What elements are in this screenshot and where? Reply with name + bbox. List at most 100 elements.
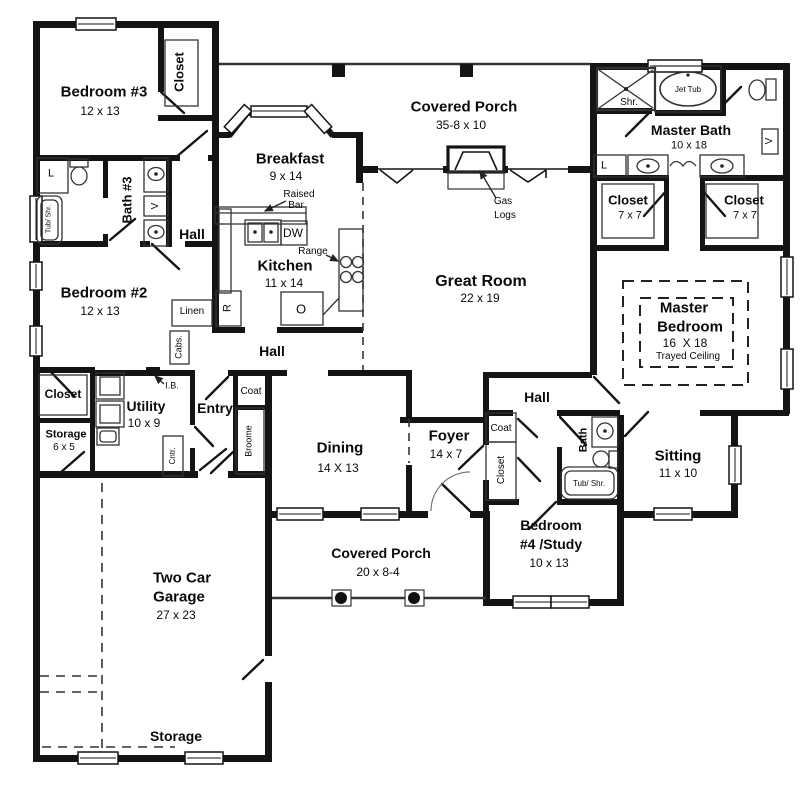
door-leaf-master-closet-right <box>701 189 727 218</box>
room-dims-dining: 14 X 13 <box>317 461 359 475</box>
room-dims-garage: 27 x 23 <box>156 608 196 622</box>
room-label-garage-1: Two Car <box>152 569 212 587</box>
room-dims-bedroom3: 12 x 13 <box>80 104 120 118</box>
sink <box>147 166 165 182</box>
label-vanity-master: V <box>764 137 775 145</box>
door-leaf-closet-foyer <box>516 456 542 483</box>
room-label-hall-left: Hall <box>179 226 205 242</box>
room-label-master-bath: Master Bath <box>650 122 732 138</box>
range-arrow <box>325 254 340 262</box>
raised-bar-counter <box>214 206 307 225</box>
room-label-sitting: Sitting <box>654 447 702 465</box>
door-leaf-bedroom4 <box>527 500 558 531</box>
sink <box>636 158 660 174</box>
room-label-utility: Utility <box>126 398 166 414</box>
toilet-tank <box>608 450 619 469</box>
label-shower-master: Shr. <box>620 97 638 108</box>
dryer-inner <box>99 404 121 424</box>
room-label-dining: Dining <box>316 439 364 457</box>
room-label-entry: Entry <box>197 400 233 416</box>
label-linen-master: L <box>600 159 608 172</box>
range-burner <box>351 270 365 284</box>
sink-drain <box>154 230 158 234</box>
room-label-closet-hall: Closet <box>44 387 82 401</box>
label-coat-foyer: Coat <box>490 423 512 434</box>
room-label-porch-bottom: Covered Porch <box>331 545 431 561</box>
room-label-storage-left: Storage <box>45 428 87 441</box>
vanity-counter <box>591 416 619 448</box>
sink-drain <box>603 429 607 433</box>
door-leaf-bath3 <box>108 217 137 242</box>
room-label-storage-garage: Storage <box>149 728 203 744</box>
sink <box>710 158 734 174</box>
trayed-ceiling-outer-dashed <box>622 280 749 386</box>
french-door-left <box>378 168 443 185</box>
range-burner <box>339 255 353 269</box>
ironing-board-arrow <box>154 375 165 385</box>
label-tub-shower-bath4: Tub/ Shr. <box>572 479 606 488</box>
dryer-box <box>95 400 125 428</box>
room-dims-breakfast: 9 x 14 <box>269 169 303 183</box>
door-leaf-garage-side <box>241 658 265 681</box>
vanity-counter <box>143 157 169 193</box>
sink-drain <box>720 164 724 168</box>
jet-tub-oval <box>659 71 717 107</box>
room-dims-bedroom2: 12 x 13 <box>80 304 120 318</box>
label-linen-bath3: L <box>47 167 55 180</box>
annotation-raised-bar-2: Bar <box>288 200 304 211</box>
room-dims-utility: 10 x 9 <box>127 416 161 430</box>
garage-side-door-opening <box>264 656 273 682</box>
raised-bar-arrow <box>263 200 287 212</box>
dishwasher-box <box>280 220 308 246</box>
utility-sink <box>96 427 120 446</box>
room-label-bedroom2: Bedroom #2 <box>60 284 148 302</box>
label-counter: Cntr. <box>168 447 177 465</box>
bathtub <box>36 195 63 245</box>
sink-drain <box>154 172 158 176</box>
room-dims-closet-m2: 7 x 7 <box>733 209 757 222</box>
label-closet-bedroom3: Closet <box>171 52 187 92</box>
gas-logs-arrow <box>479 169 497 199</box>
closet-box <box>485 441 517 501</box>
fireplace-box <box>446 145 506 174</box>
room-dims-foyer: 14 x 7 <box>429 447 463 461</box>
room-label-foyer: Foyer <box>428 427 470 445</box>
door-leaf-bath4 <box>558 415 588 447</box>
linen-closet <box>171 299 213 327</box>
bathtub-inner <box>40 199 59 241</box>
room-dims-closet-m1: 7 x 7 <box>618 209 642 222</box>
label-closet-foyer: Closet <box>496 455 507 485</box>
walls <box>33 21 790 762</box>
room-note-trayed-ceiling: Trayed Ceiling <box>655 351 721 362</box>
room-label-bath4: Bath <box>577 427 590 453</box>
vanity-counter <box>627 154 669 178</box>
door-leaf-sitting <box>623 410 650 438</box>
toilet-bowl <box>70 166 88 186</box>
room-dims-bedroom4: 10 x 13 <box>529 556 569 570</box>
room-label-hall-center: Hall <box>259 343 285 359</box>
porch-round-column <box>335 592 347 604</box>
door-leaf-front-door <box>440 482 472 513</box>
room-label-bedroom3: Bedroom #3 <box>60 83 148 101</box>
room-label-porch-top: Covered Porch <box>410 98 518 116</box>
label-linen-hall: Linen <box>179 306 205 317</box>
shower-center-dot <box>624 87 628 91</box>
linen-cabinet <box>593 154 627 178</box>
range-counter <box>338 228 364 312</box>
closet-shelf <box>705 183 759 239</box>
jet-tub-dot <box>686 73 690 77</box>
porch-round-column <box>408 592 420 604</box>
door-leaf-storage <box>58 450 86 475</box>
porch-column <box>332 64 345 77</box>
door-leaf-master-bedroom <box>592 375 621 405</box>
counter-box <box>162 435 184 477</box>
porch-column <box>460 64 473 77</box>
annotation-gas-logs-1: Gas <box>493 196 513 207</box>
door-leaf-toilet-room <box>720 85 743 108</box>
vanity-cabinet <box>143 195 169 217</box>
door-leaf-garage-entry <box>198 447 228 472</box>
counter-diagonal <box>322 297 340 316</box>
passage-arch <box>669 160 697 168</box>
door-leaf-utility <box>193 425 215 448</box>
